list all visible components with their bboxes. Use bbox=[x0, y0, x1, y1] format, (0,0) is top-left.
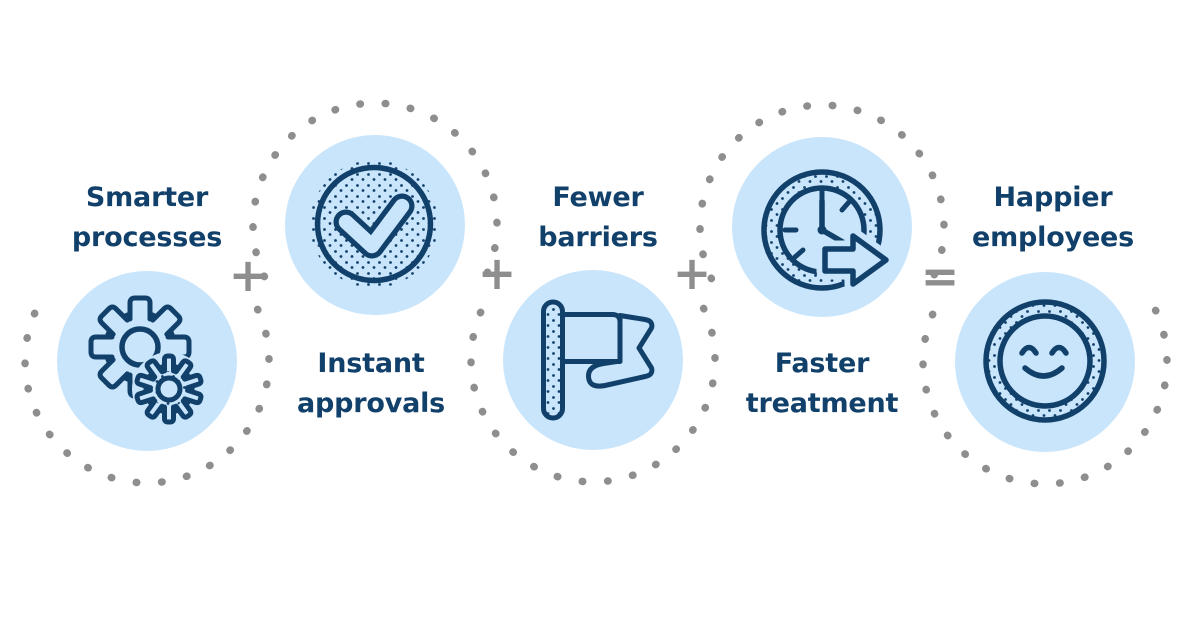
label-line-2: approvals bbox=[296, 388, 446, 419]
plus-operator-1: + bbox=[228, 248, 268, 302]
label-line-2: processes bbox=[71, 222, 223, 253]
label-line-2: employees bbox=[971, 222, 1135, 253]
plus-operator-2: + bbox=[477, 246, 517, 300]
dotted-circle bbox=[919, 306, 1171, 488]
label-line-2: barriers bbox=[538, 222, 658, 253]
equals-operator: = bbox=[920, 249, 960, 303]
dotted-circle bbox=[249, 99, 501, 281]
label-line-1: Happier bbox=[993, 182, 1113, 213]
label-line-1: Faster bbox=[774, 348, 870, 379]
dotted-circle bbox=[467, 304, 719, 486]
label-line-1: Fewer bbox=[552, 182, 644, 213]
flag-icon bbox=[541, 299, 655, 421]
label-line-1: Smarter bbox=[85, 182, 209, 213]
icon-circle bbox=[955, 272, 1135, 452]
gears-icon bbox=[88, 295, 206, 426]
section-label: Fewer barriers bbox=[538, 178, 658, 258]
clock-arrow-icon bbox=[761, 169, 895, 293]
section-label: Smarter processes bbox=[72, 178, 222, 258]
label-line-2: treatment bbox=[745, 388, 899, 419]
section-label: Instant approvals bbox=[297, 344, 445, 424]
instant-approvals-graphic bbox=[249, 99, 501, 315]
label-line-1: Instant bbox=[317, 348, 425, 379]
icon-circle bbox=[57, 271, 237, 451]
icon-circle bbox=[732, 137, 912, 317]
dotted-circle bbox=[21, 305, 273, 487]
smiley-face-icon bbox=[983, 299, 1107, 423]
plus-operator-3: + bbox=[672, 246, 712, 300]
section-label: Faster treatment bbox=[745, 344, 899, 424]
icon-circle bbox=[285, 135, 465, 315]
section-label: Happier employees bbox=[972, 178, 1134, 258]
check-circle-icon bbox=[310, 160, 438, 288]
icon-circle bbox=[503, 270, 683, 450]
dotted-circle bbox=[696, 101, 948, 283]
faster-treatment-graphic bbox=[696, 101, 948, 317]
